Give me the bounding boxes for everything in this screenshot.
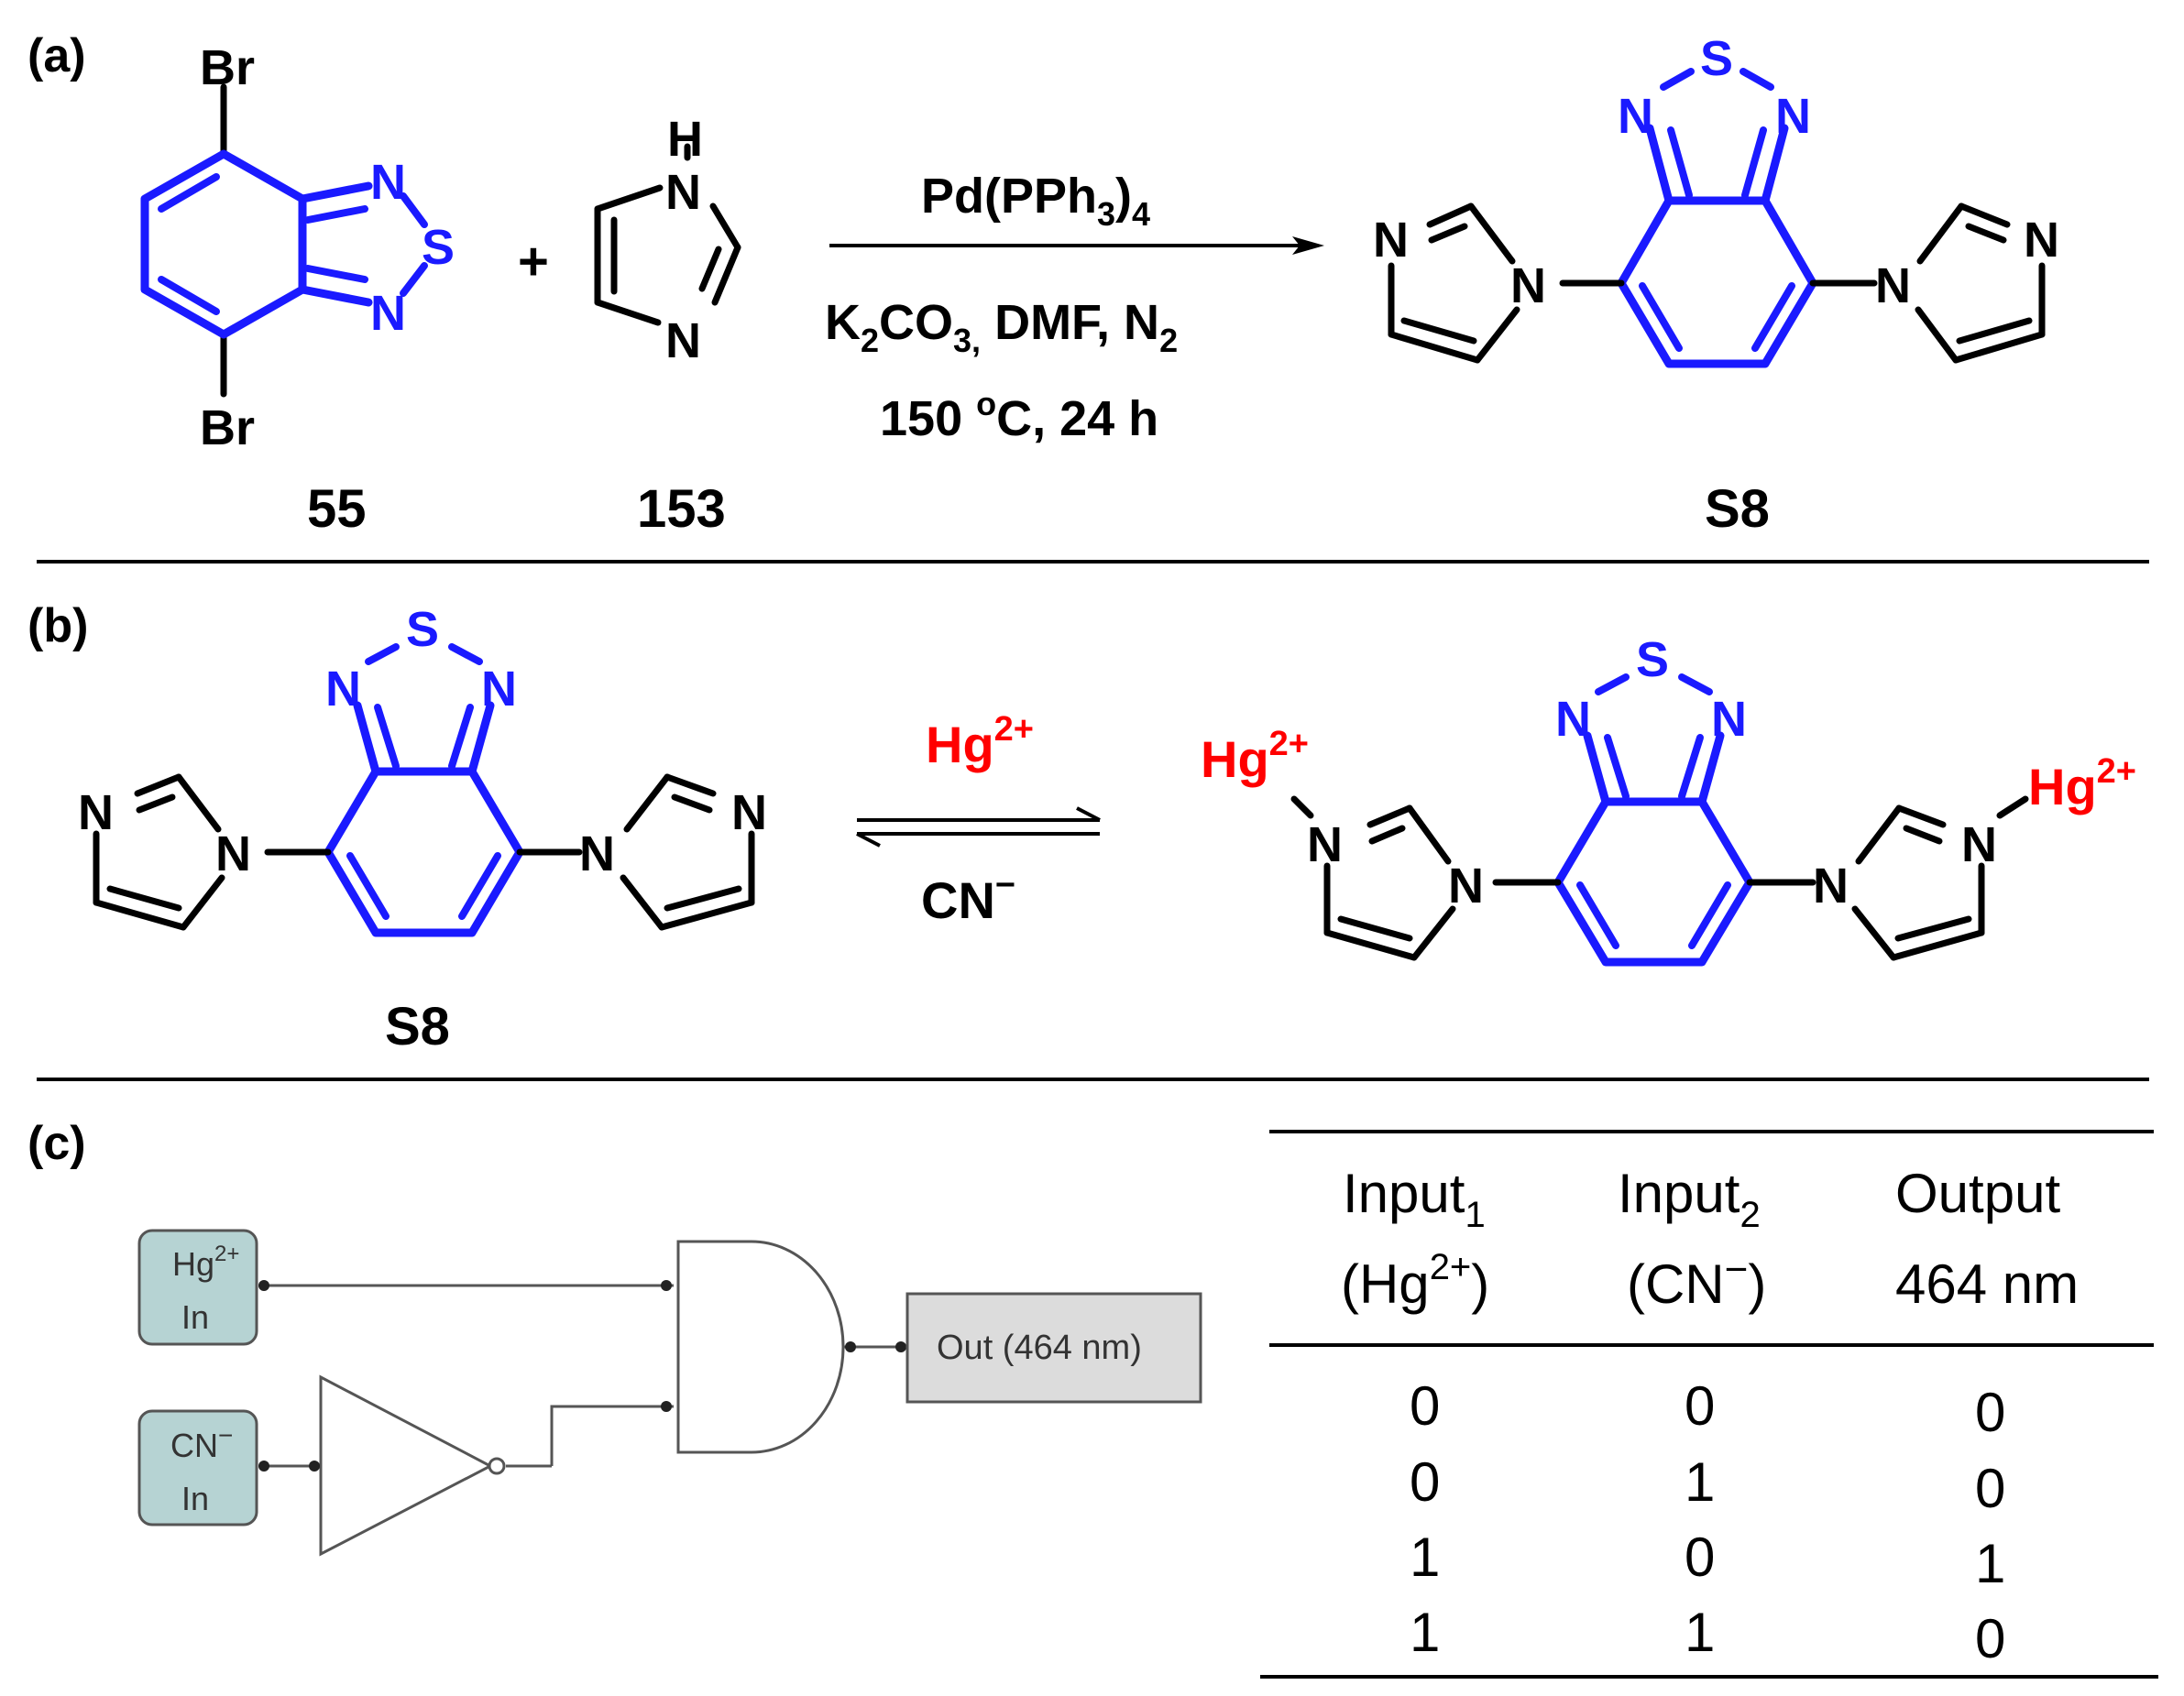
compound-55-n-top: N — [370, 155, 406, 210]
table-cell: 0 — [1410, 1375, 1440, 1437]
product-s8-n-right: N — [1775, 89, 1811, 144]
product-s8-im-right-n2: N — [2024, 213, 2059, 268]
input-cn-label: CN− — [170, 1421, 233, 1464]
s8-free-im-right-n2: N — [731, 785, 767, 840]
compound-153-label: 153 — [637, 479, 726, 539]
forward-reagent-hg: Hg2+ — [926, 710, 1034, 773]
compound-55-br-bottom: Br — [200, 400, 255, 455]
s8-free-im-right-n: N — [579, 826, 615, 881]
logic-circuit — [137, 1229, 1202, 1557]
product-s8-structure — [1388, 68, 2046, 368]
compound-153-h: H — [667, 112, 703, 167]
reverse-reagent-cn: CN− — [921, 866, 1015, 929]
compound-153-n: N — [665, 313, 701, 368]
reaction-base-solvent: K2CO3, DMF, N2 — [825, 295, 1178, 359]
table-cell: 1 — [1410, 1526, 1440, 1588]
truth-table — [1260, 1130, 2158, 1679]
table-header-input2-line1: Input2 — [1618, 1163, 1761, 1235]
product-s8-im-left-n2: N — [1373, 213, 1409, 268]
complex-s: S — [1636, 632, 1669, 687]
product-s8-s: S — [1700, 31, 1733, 86]
table-cell: 0 — [1685, 1375, 1715, 1437]
complex-im-left-n: N — [1448, 859, 1484, 914]
reaction-temperature-time: 150 oC, 24 h — [880, 385, 1158, 446]
table-header-input1-line2: (Hg2+) — [1341, 1247, 1489, 1315]
table-cell: 0 — [1685, 1526, 1715, 1588]
complex-hg-left: Hg2+ — [1201, 725, 1309, 788]
s8-free-label: S8 — [385, 997, 450, 1056]
not-gate-bubble — [488, 1457, 506, 1475]
table-cell: 1 — [1685, 1451, 1715, 1513]
input-hg-box — [137, 1229, 258, 1346]
table-header-output-line2: 464 nm — [1895, 1253, 2079, 1315]
output-label: Out (464 nm) — [937, 1329, 1142, 1367]
compound-55-s: S — [422, 220, 455, 275]
complex-im-left-n2: N — [1307, 817, 1343, 872]
s8-free-im-left-n2: N — [78, 785, 114, 840]
output-box — [905, 1292, 1202, 1404]
s8-free-structure — [93, 643, 755, 937]
product-s8-label: S8 — [1705, 479, 1770, 539]
panel-c-tag: (c) — [27, 1117, 86, 1170]
table-cell: 0 — [1975, 1458, 2005, 1519]
compound-55-n-bottom: N — [370, 286, 406, 341]
complex-hg-right: Hg2+ — [2028, 752, 2136, 815]
compound-55-structure — [140, 83, 428, 398]
table-header-input1-line1: Input1 — [1343, 1163, 1486, 1235]
complex-im-right-n: N — [1813, 859, 1849, 914]
compound-153-nh: N — [665, 165, 701, 220]
input-hg-in: In — [181, 1298, 209, 1336]
not-gate — [319, 1374, 494, 1557]
plus-sign: + — [518, 232, 549, 291]
and-gate — [676, 1240, 845, 1454]
equilibrium-arrows — [856, 806, 1101, 848]
product-s8-im-left-n: N — [1510, 258, 1546, 313]
reaction-catalyst: Pd(PPh3)4 — [921, 169, 1150, 233]
input-cn-box — [137, 1409, 258, 1526]
table-cell: 1 — [1975, 1533, 2005, 1594]
table-header-output-line1: Output — [1895, 1163, 2060, 1224]
input-cn-in: In — [181, 1480, 209, 1517]
complex-n-left: N — [1555, 692, 1591, 747]
table-cell: 0 — [1975, 1608, 2005, 1669]
compound-55-br-top: Br — [200, 40, 255, 95]
input-hg-label: Hg2+ — [172, 1242, 239, 1283]
product-s8-im-right-n: N — [1875, 258, 1911, 313]
table-cell: 1 — [1410, 1602, 1440, 1663]
reaction-arrow — [829, 236, 1324, 255]
complex-n-right: N — [1711, 692, 1747, 747]
s8-free-n-left: N — [325, 662, 361, 717]
table-cell: 0 — [1410, 1451, 1440, 1513]
table-cell: 0 — [1975, 1382, 2005, 1443]
panel-b-tag: (b) — [27, 599, 88, 652]
table-cell: 1 — [1685, 1602, 1715, 1663]
table-header-input2-line2: (CN−) — [1627, 1247, 1766, 1315]
compound-55-label: 55 — [307, 479, 367, 539]
s8-free-im-left-n: N — [215, 826, 251, 881]
compound-153-structure — [594, 143, 741, 326]
s8-free-n-right: N — [481, 662, 517, 717]
complex-im-right-n2: N — [1961, 817, 1997, 872]
s8-hg-complex-structure — [1290, 673, 2029, 967]
panel-a-tag: (a) — [27, 29, 86, 82]
s8-free-s: S — [406, 602, 439, 657]
product-s8-n-left: N — [1618, 89, 1653, 144]
